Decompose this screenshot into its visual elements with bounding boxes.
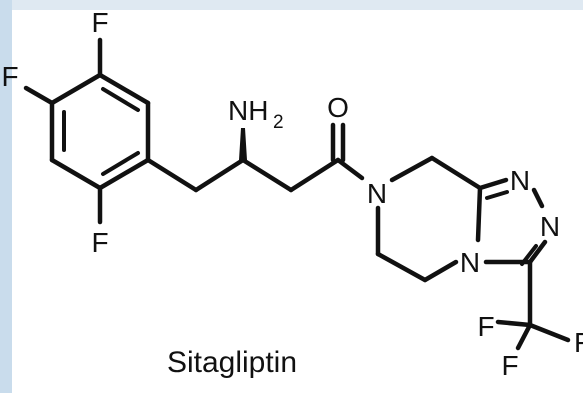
ring-double-bond-2 xyxy=(101,151,140,176)
atom-label-cf3-bottom-fluorine: F xyxy=(501,350,518,381)
bond-ring-to-ch2 xyxy=(145,157,199,193)
figure-panel xyxy=(12,10,583,393)
piperazine-bond-4 xyxy=(422,259,459,283)
atom-label-piperazine-nitrogen: N xyxy=(367,178,387,209)
bond-ring-to-left-f xyxy=(23,85,55,106)
ring-double-bond-1 xyxy=(101,87,140,112)
piperazine-bond-2 xyxy=(429,155,483,191)
atom-label-amine-subscript: 2 xyxy=(273,112,284,133)
triazole-double-bond-1 xyxy=(485,190,509,200)
bond-carbonyl-to-n xyxy=(335,157,365,181)
triazole-bond-3 xyxy=(527,239,548,265)
bond-ch2-to-carbonyl xyxy=(288,157,341,193)
atom-label-top-fluorine: F xyxy=(91,7,108,38)
atom-label-amine: NH xyxy=(228,95,268,126)
piperazine-bond-5 xyxy=(375,251,428,283)
ring-bond-6 xyxy=(49,72,103,106)
atom-label-carbonyl-oxygen: O xyxy=(327,92,349,123)
bond-cf3-to-bottom-f xyxy=(515,322,533,351)
atom-label-left-fluorine: F xyxy=(1,61,18,92)
atom-label-cf3-left-fluorine: F xyxy=(477,311,494,342)
piperazine-ring xyxy=(375,155,483,283)
bond-cf3-to-right-f xyxy=(527,322,571,343)
atom-label-cf3-right-fluorine: F xyxy=(574,327,583,358)
atom-label-bottom-fluorine: F xyxy=(91,227,108,258)
triazole-bond-1 xyxy=(477,177,509,191)
bond-ch2-to-chiral-c xyxy=(193,157,246,193)
piperazine-bond-1 xyxy=(389,155,435,183)
ring-bond-3 xyxy=(97,157,151,191)
molecule-name-caption: Sitagliptin xyxy=(167,346,297,379)
atom-label-fused-nitrogen: N xyxy=(460,247,480,278)
ring-bond-1 xyxy=(97,72,151,106)
piperazine-bond-3 xyxy=(475,185,483,243)
atom-label-triazole-n1: N xyxy=(510,165,530,196)
atom-label-triazole-n2: N xyxy=(540,211,560,242)
triazole-bond-2 xyxy=(531,187,545,209)
wedge-bond-to-amine xyxy=(239,128,247,160)
trifluorophenyl-ring xyxy=(49,72,151,191)
left-frame-band xyxy=(0,0,12,393)
bond-chiral-c-to-ch2 xyxy=(240,157,294,193)
bond-cf3-to-left-f xyxy=(495,319,533,328)
top-frame-band xyxy=(0,0,583,10)
ring-bond-4 xyxy=(49,157,103,191)
triazole-ring xyxy=(477,177,548,266)
